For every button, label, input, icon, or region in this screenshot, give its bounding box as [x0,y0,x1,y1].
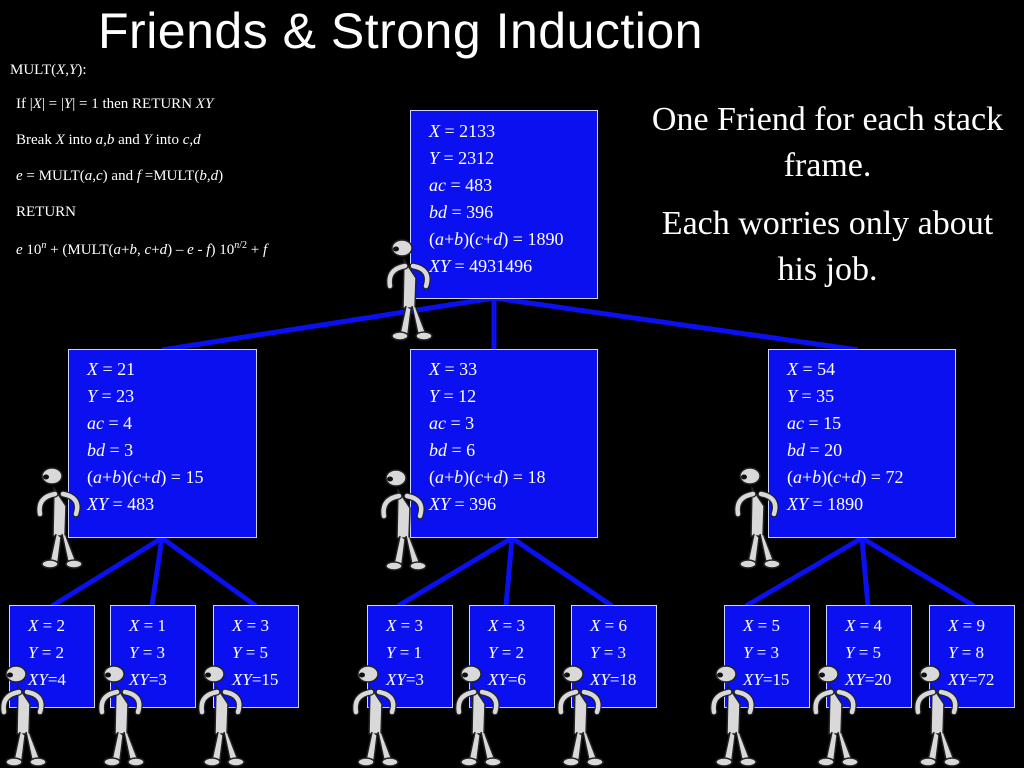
node-leaf-9-y: Y = 8 [948,643,985,662]
node-leaf-2-y: Y = 3 [129,643,166,662]
node-leaf-5-y: Y = 2 [488,643,525,662]
node-leaf-6-xy: XY=18 [590,670,637,689]
node-mid-1-ac: ac = 4 [87,413,133,433]
node-leaf-3-xy: XY=15 [232,670,279,689]
friend-figure-leaf-2 [98,664,146,768]
node-leaf-4-xy: XY=3 [386,670,424,689]
friend-figure-leaf-6 [557,664,605,768]
node-leaf-3-y: Y = 5 [232,643,269,662]
node-mid-2-y: Y = 12 [429,386,477,406]
edge-root-m3 [493,295,859,353]
node-mid-3: X = 54 Y = 35 ac = 15 bd = 20 (a+b)(c+d)… [768,349,956,538]
node-mid-1: X = 21 Y = 23 ac = 4 bd = 3 (a+b)(c+d) =… [68,349,257,538]
friend-figure-leaf-1 [0,664,48,768]
node-leaf-6: X = 6 Y = 3 XY=18 [571,605,657,708]
algo-line-1: If |X| = |Y| = 1 then RETURN XY [16,96,214,112]
friend-figure-leaf-4 [352,664,400,768]
node-mid-3-bd: bd = 20 [787,440,843,460]
friend-figure-mid-3 [734,466,782,570]
node-leaf-1-xy: XY=4 [28,670,66,689]
edge-m2-l5 [503,537,515,607]
edge-m1-l3 [160,535,258,609]
node-leaf-6-y: Y = 3 [590,643,627,662]
algo-line-0: MULT(X,Y): [10,62,87,78]
node-root-bd: bd = 396 [429,202,494,222]
node-mid-2: X = 33 Y = 12 ac = 3 bd = 6 (a+b)(c+d) =… [410,349,598,538]
node-leaf-5-x: X = 3 [488,616,525,635]
node-mid-2-bd: bd = 6 [429,440,476,460]
node-leaf-4-x: X = 3 [386,616,423,635]
node-leaf-8-x: X = 4 [845,616,882,635]
node-leaf-1: X = 2 Y = 2 XY=4 [9,605,95,708]
friend-figure-leaf-8 [812,664,860,768]
edge-m2-l6 [510,535,614,609]
node-mid-2-ac: ac = 3 [429,413,475,433]
side-text-one-friend: One Friend for each stack frame. [651,101,1004,184]
node-mid-1-y: Y = 23 [87,386,135,406]
node-root-y: Y = 2312 [429,148,495,168]
edge-m1-l2 [149,537,165,607]
node-leaf-3: X = 3 Y = 5 XY=15 [213,605,299,708]
node-leaf-7-xy: XY=15 [743,670,790,689]
node-mid-2-abcd: (a+b)(c+d) = 18 [429,467,546,487]
node-mid-1-x: X = 21 [87,359,136,379]
node-mid-3-xy: XY = 1890 [787,494,864,514]
node-leaf-8-xy: XY=20 [845,670,892,689]
node-leaf-3-x: X = 3 [232,616,269,635]
node-root: X = 2133 Y = 2312 ac = 483 bd = 396 (a+b… [410,110,598,299]
node-leaf-4-y: Y = 1 [386,643,423,662]
side-text-each-worries: Each worries only about his job. [661,205,994,288]
node-leaf-7-x: X = 5 [743,616,780,635]
slide-title: Friends & Strong Induction [98,3,703,59]
friend-figure-leaf-3 [198,664,246,768]
edge-m3-l7 [744,535,864,609]
node-leaf-9-xy: XY=72 [948,670,995,689]
friend-figure-leaf-5 [455,664,503,768]
node-mid-1-bd: bd = 3 [87,440,134,460]
friend-figure-mid-1 [36,466,84,570]
node-mid-2-x: X = 33 [429,359,478,379]
node-mid-1-xy: XY = 483 [87,494,155,514]
algo-line-2: Break X into a,b and Y into c,d [16,132,201,148]
edge-m3-l9 [860,535,976,609]
node-leaf-9-x: X = 9 [948,616,985,635]
node-leaf-2-x: X = 1 [129,616,166,635]
node-leaf-2-xy: XY=3 [129,670,167,689]
friend-figure-mid-2 [380,468,428,572]
node-root-abcd: (a+b)(c+d) = 1890 [429,229,564,249]
node-leaf-7-y: Y = 3 [743,643,780,662]
friend-figure-leaf-7 [710,664,758,768]
algo-line-4: RETURN [16,204,76,220]
node-mid-3-abcd: (a+b)(c+d) = 72 [787,467,904,487]
edge-root-m1 [161,295,495,353]
friend-figure-root [386,238,434,342]
node-mid-2-xy: XY = 396 [429,494,497,514]
node-leaf-1-x: X = 2 [28,616,65,635]
edge-m3-l8 [859,537,871,607]
node-root-ac: ac = 483 [429,175,493,195]
node-leaf-5-xy: XY=6 [488,670,526,689]
node-mid-3-y: Y = 35 [787,386,835,406]
node-mid-1-abcd: (a+b)(c+d) = 15 [87,467,204,487]
friend-figure-leaf-9 [914,664,962,768]
node-root-xy: XY = 4931496 [429,256,533,276]
edge-m2-l4 [396,535,514,609]
edge-m1-l1 [50,535,164,609]
node-leaf-1-y: Y = 2 [28,643,65,662]
node-mid-3-ac: ac = 15 [787,413,842,433]
node-leaf-6-x: X = 6 [590,616,627,635]
algo-line-3: e = MULT(a,c) and f =MULT(b,d) [16,168,224,184]
algo-line-5: e 10n + (MULT(a+b, c+d) – e - f) 10n/2 +… [16,240,268,258]
node-root-x: X = 2133 [429,121,496,141]
node-leaf-8-y: Y = 5 [845,643,882,662]
node-mid-3-x: X = 54 [787,359,836,379]
